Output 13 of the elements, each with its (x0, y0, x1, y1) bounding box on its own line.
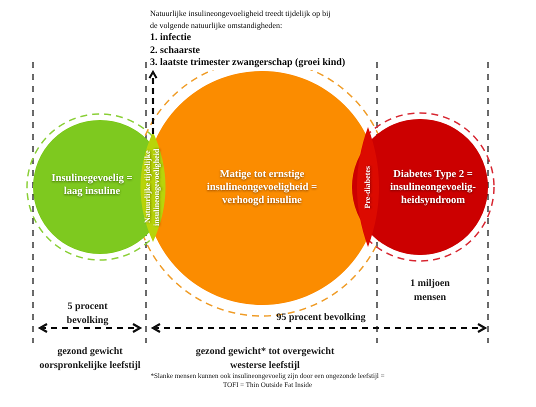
vertical-label: Pre-diabetes (364, 166, 372, 208)
population-share: 95 procent bevolking (275, 311, 367, 324)
lifestyle-label: gezond gewicht oorspronkelijke leefstijl (38, 345, 142, 372)
note-text: Natuurlijke insulineongevoeligheid treedt tijdelijk op bij de volgende natuurlijke omstandigheden: (150, 8, 332, 32)
lifestyle-label: gezond gewicht* tot overgewicht westerse leefstijl (194, 345, 336, 372)
vertical-label: Natuurlijke tijdelijke insulineongevoeligheid (144, 147, 162, 228)
circle-label: Diabetes Type 2 = insulineongevoelig-heidsyndroom (380, 168, 486, 208)
population-count: 1 miljoen mensen (409, 277, 451, 304)
circle-label: Insulinegevoelig = laag insuline (48, 172, 136, 198)
list-item: 3. laatste trimester zwangerschap (groei kind) (150, 57, 346, 70)
circle-label: Matige tot ernstige insulineongevoeligheid = verhoogd insuline (192, 168, 332, 208)
arrow (148, 70, 158, 134)
population-share: 5 procent bevolking (66, 300, 110, 327)
